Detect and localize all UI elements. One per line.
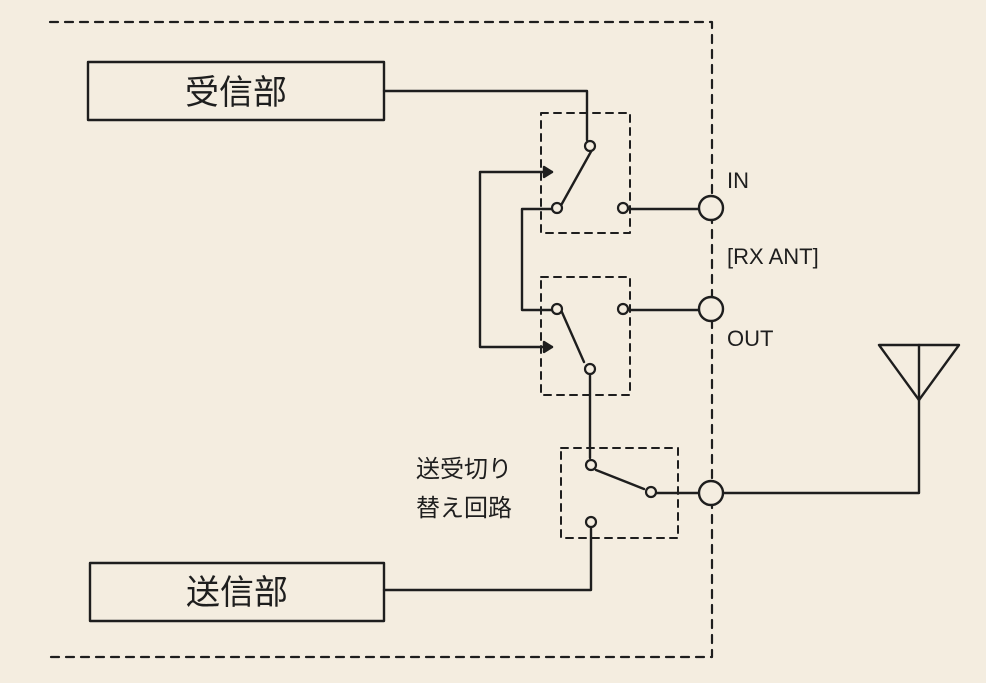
- rx-switch-box-top: [540, 112, 631, 234]
- transmitter-block: [88, 561, 386, 623]
- out-port-label: OUT: [727, 326, 773, 351]
- out-terminal-circle-icon[interactable]: [697, 295, 725, 323]
- ant-terminal-circle-icon[interactable]: [697, 479, 725, 507]
- arrow-head-top: [542, 165, 554, 179]
- switch-contact-icon: [550, 201, 564, 215]
- antenna-feed: [722, 398, 921, 495]
- in-terminal-circle-icon[interactable]: [697, 194, 725, 222]
- switch-contact-icon: [644, 485, 658, 499]
- arrow-head-bottom: [542, 340, 554, 354]
- receiver-wire: [382, 89, 589, 142]
- transmitter-label: 送信部: [186, 573, 288, 613]
- unit-enclosure: [48, 20, 714, 659]
- bottom-switch-arm: [559, 308, 586, 364]
- transmitter-wire: [382, 526, 593, 592]
- receiver-label: 受信部: [185, 73, 287, 113]
- antenna-icon: [877, 343, 961, 402]
- switch-contact-icon: [616, 302, 630, 316]
- switch-contact-icon: [584, 515, 598, 529]
- switch-contact-icon: [550, 302, 564, 316]
- rx-switch-box-bottom: [540, 276, 631, 396]
- top-switch-arm: [557, 146, 595, 211]
- switch-contact-icon: [583, 139, 597, 153]
- tr-switch-label-line1: 送受切り: [416, 455, 512, 483]
- in-port-label: IN: [727, 168, 749, 193]
- tr-switch-arm: [594, 468, 646, 491]
- switch-contact-icon: [583, 362, 597, 376]
- loop-wire-outer: [478, 170, 554, 349]
- rx-ant-label: [RX ANT]: [727, 244, 819, 269]
- loop-wire-inner: [520, 207, 557, 312]
- tr-switch-label-line2: 替え回路: [416, 494, 512, 522]
- switch-contact-icon: [584, 458, 598, 472]
- switch-contact-icon: [616, 201, 630, 215]
